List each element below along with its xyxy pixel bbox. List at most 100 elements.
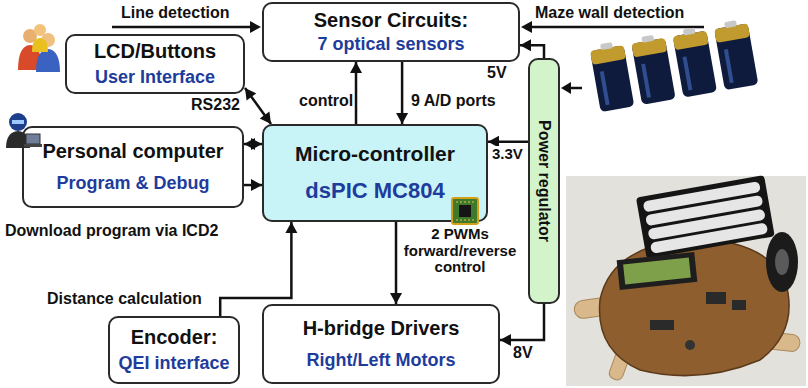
arrow-head [244, 138, 255, 150]
node-subtitle: Program & Debug [56, 173, 209, 195]
node-subtitle: Right/Left Motors [307, 350, 456, 372]
user-head [34, 24, 46, 36]
power-regulator-bar: Power regulator [528, 58, 560, 304]
robot-component [685, 340, 695, 350]
users-icon [18, 24, 60, 72]
signal-label: control [298, 92, 354, 110]
battery-stripe [641, 64, 651, 98]
arrow-head [251, 179, 262, 191]
battery-body [631, 38, 675, 105]
connector-line [220, 222, 291, 316]
robot-component [650, 320, 674, 330]
photo-background [566, 176, 806, 386]
battery-cap [600, 42, 613, 50]
node-title: Power regulator [534, 120, 553, 242]
helmet-visor [12, 120, 24, 124]
robot-battery [650, 222, 768, 253]
encoder-box: Encoder: QEI interface [108, 316, 240, 384]
arrow-head [260, 112, 271, 124]
arrow-head [520, 39, 531, 51]
battery-stripe [724, 49, 734, 83]
signal-label: Distance calculation [46, 290, 203, 308]
annotation-label: Line detection [120, 4, 230, 22]
sensor-box: Sensor Circuits:7 optical sensors [262, 2, 520, 62]
signal-label: RS232 [190, 96, 241, 114]
node-subtitle: dsPIC MC804 [305, 178, 444, 204]
user-head [41, 33, 55, 47]
connector [245, 88, 271, 124]
node-title: Sensor Circuits: [314, 8, 468, 32]
arrow-head [350, 62, 362, 73]
robot-lcd [617, 252, 698, 290]
microcontroller-box: Micro-controller dsPIC MC804 [262, 124, 488, 222]
signal-label: 8V [512, 344, 534, 362]
computer-box: Personal computerProgram & Debug [22, 126, 244, 208]
connector [244, 179, 262, 191]
connector [244, 138, 262, 150]
annotation-label: Maze wall detection [534, 4, 685, 22]
signal-label: 3.3V [491, 146, 524, 163]
holder-frame [636, 175, 775, 259]
node-title: LCD/Buttons [94, 39, 216, 63]
battery-holder [636, 175, 775, 259]
lcd-frame [617, 252, 698, 290]
user-head [23, 29, 37, 43]
connector [396, 62, 408, 124]
connector-line [245, 88, 271, 124]
robot-pcb [600, 240, 790, 376]
connector-line [500, 304, 544, 340]
node-subtitle: QEI interface [118, 353, 229, 375]
battery-body [590, 45, 634, 112]
annotation-label: Download program via ICD2 [4, 222, 219, 240]
user-body [36, 49, 60, 72]
maze-detection-arrow [521, 21, 704, 33]
line-detection-arrow [112, 21, 261, 33]
battery-body [673, 31, 717, 98]
arrow-head [396, 113, 408, 124]
arrow-head [561, 82, 571, 94]
robot-component [706, 292, 726, 304]
battery-cell [631, 33, 676, 105]
node-title: Encoder: [131, 325, 218, 349]
user-body [32, 38, 48, 52]
battery-body [714, 23, 758, 90]
leader-line [530, 26, 704, 29]
battery-stripe [683, 56, 693, 90]
user-body [18, 45, 42, 70]
arrow-head [521, 21, 532, 33]
connector [520, 39, 544, 58]
node-subtitle: User Interface [95, 67, 215, 89]
battery-cap [641, 35, 654, 43]
connector [500, 304, 544, 346]
robot-photo [566, 175, 806, 386]
battery-cell [589, 40, 634, 112]
battery-cell [672, 26, 717, 98]
battery-cap [683, 28, 696, 36]
arrow-head [285, 222, 297, 233]
lcd-screen [623, 258, 691, 285]
arrow-head [500, 334, 511, 346]
leader-line [112, 26, 252, 29]
battery-stripe [600, 71, 610, 105]
node-subtitle: 7 optical sensors [317, 34, 464, 56]
user-interface-box: LCD/ButtonsUser Interface [65, 34, 245, 94]
motor-driver-box: H-bridge DriversRight/Left Motors [262, 304, 500, 384]
arrow-head [245, 88, 256, 100]
node-title: Personal computer [42, 139, 223, 163]
signal-label: 5V [486, 64, 508, 82]
battery-arrow [561, 82, 582, 94]
connector [220, 222, 297, 316]
arrow-head [250, 21, 261, 33]
signal-label: 2 PWMs forward/reverse control [400, 226, 520, 276]
robot-component [732, 300, 746, 310]
node-title: Micro-controller [295, 141, 455, 166]
battery-pack [589, 18, 758, 112]
battery-cap [724, 20, 737, 28]
battery-cell [713, 18, 758, 90]
arrow-head [390, 293, 402, 304]
signal-label: 9 A/D ports [410, 92, 497, 110]
node-title: H-bridge Drivers [303, 316, 460, 340]
connector-line [395, 222, 398, 304]
wheel-hub [775, 249, 789, 275]
robot-wheel [766, 232, 798, 292]
